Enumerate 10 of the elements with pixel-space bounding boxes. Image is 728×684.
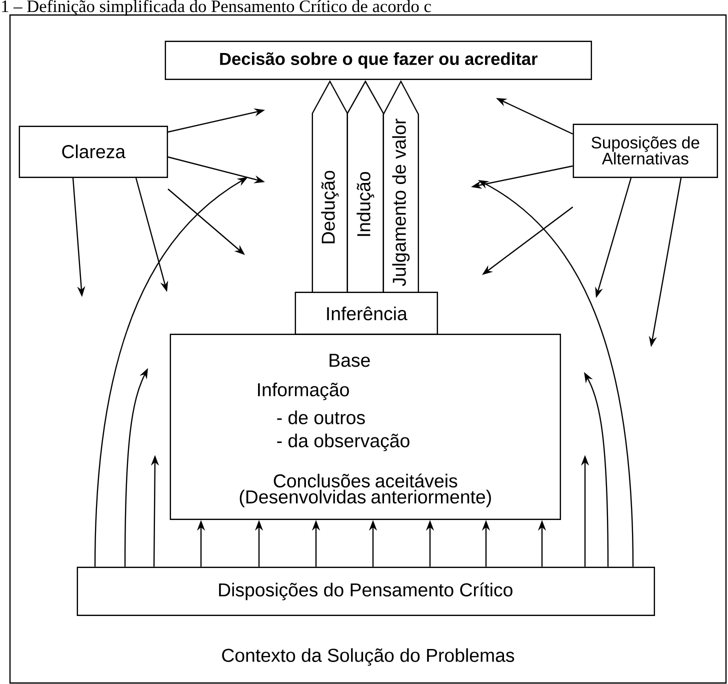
inference-box: Inferência — [294, 292, 438, 335]
arrow-shaped-box: Julgamento de valor — [382, 80, 419, 292]
concept-box: Clareza — [18, 126, 168, 178]
base-box: Base Informação - de outros - da observação Conclusões aceitáveis (Desenvolvidas anteriormente) — [170, 334, 561, 520]
disposition-box: Disposições do Pensamento Crítico — [76, 566, 655, 616]
arrow-shaped-box: Indução — [346, 80, 384, 292]
concept-box: Suposições de Alternativas — [572, 124, 718, 178]
arrow-shaped-box: Dedução — [312, 80, 348, 292]
figure-title: 1 – Definição simplificada do Pensamento Crítico de acordo c — [2, 0, 431, 16]
decision-box: Decisão sobre o que fazer ou acreditar — [164, 40, 592, 80]
